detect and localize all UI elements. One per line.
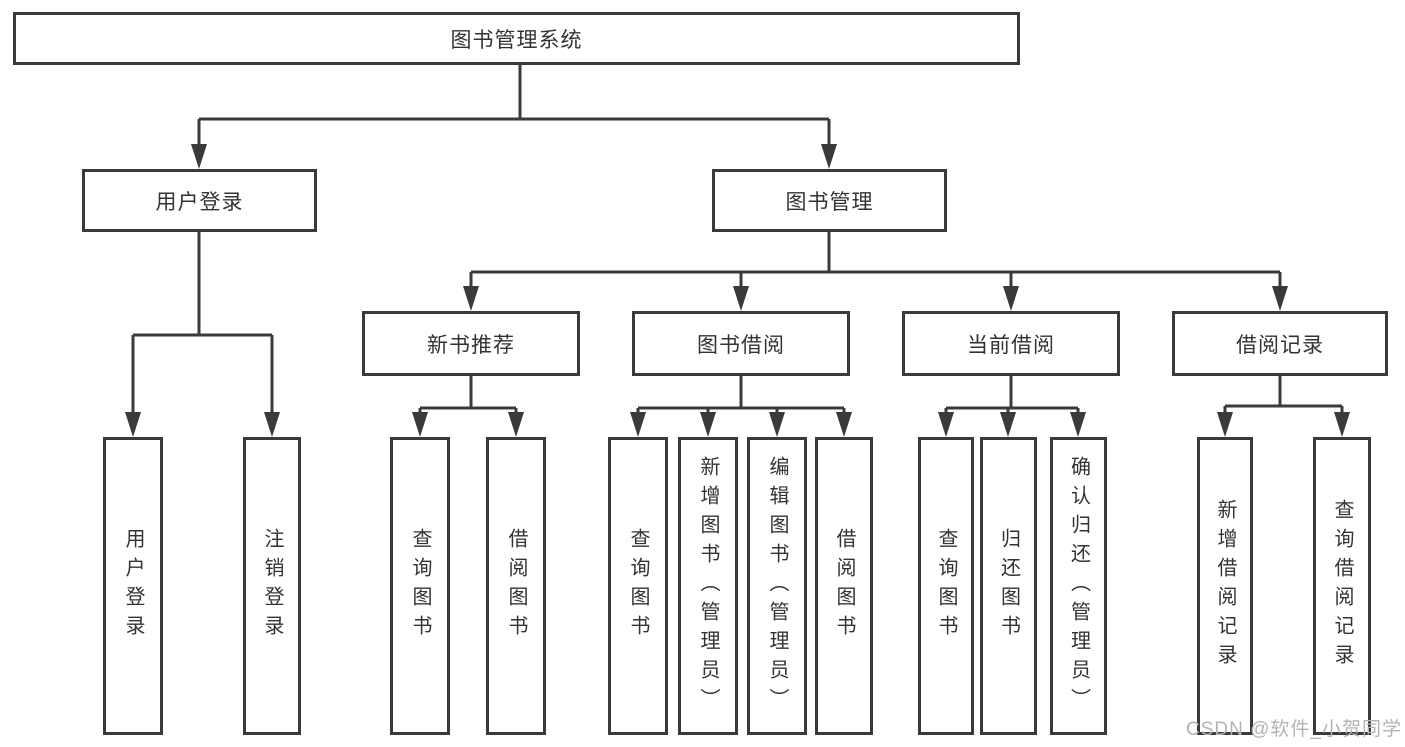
node-label: 借阅图书	[505, 528, 527, 644]
node-book-borrowing: 图书借阅	[632, 311, 850, 376]
node-library-management-system: 图书管理系统	[13, 12, 1020, 65]
node-label: 新书推荐	[427, 333, 515, 357]
node-label: 查询图书	[409, 528, 431, 644]
node-label: 查询图书	[627, 528, 649, 644]
node-leaf-return-books: 归还图书	[980, 437, 1037, 735]
csdn-watermark: CSDN @软件_小贺同学	[1186, 719, 1402, 740]
node-leaf-query-books-3: 查询图书	[918, 437, 974, 735]
node-label: 当前借阅	[967, 333, 1055, 357]
node-borrow-records: 借阅记录	[1172, 311, 1388, 376]
node-label: 用户登录	[122, 528, 144, 644]
node-label: 图书借阅	[697, 333, 785, 357]
node-leaf-confirm-return-admin: 确认归还（管理员）	[1050, 437, 1107, 735]
node-label: 新增借阅记录	[1214, 499, 1236, 673]
node-label: 确认归还（管理员）	[1067, 455, 1090, 717]
node-book-management-module: 图书管理	[712, 169, 947, 232]
node-label: 借阅图书	[833, 528, 855, 644]
node-label: 编辑图书（管理员）	[766, 455, 788, 717]
node-leaf-borrow-books-1: 借阅图书	[486, 437, 546, 735]
node-label: 查询图书	[935, 528, 957, 644]
node-label: 归还图书	[997, 528, 1020, 644]
node-leaf-query-borrow-record: 查询借阅记录	[1313, 437, 1371, 735]
node-leaf-logout: 注销登录	[243, 437, 301, 735]
node-label: 借阅记录	[1236, 333, 1324, 357]
node-label: 图书管理	[785, 190, 874, 214]
node-label: 图书管理系统	[450, 28, 583, 52]
node-label: 注销登录	[261, 528, 283, 644]
node-leaf-query-books-1: 查询图书	[390, 437, 450, 735]
node-leaf-query-books-2: 查询图书	[608, 437, 668, 735]
node-leaf-add-books-admin: 新增图书（管理员）	[678, 437, 738, 735]
node-new-book-recommend: 新书推荐	[362, 311, 580, 376]
node-user-login-module: 用户登录	[82, 169, 317, 232]
node-label: 新增图书（管理员）	[697, 455, 719, 717]
node-leaf-user-login: 用户登录	[103, 437, 163, 735]
node-leaf-edit-books-admin: 编辑图书（管理员）	[747, 437, 807, 735]
node-current-borrowing: 当前借阅	[902, 311, 1120, 376]
node-label: 查询借阅记录	[1331, 499, 1353, 673]
node-leaf-borrow-books-2: 借阅图书	[815, 437, 873, 735]
node-leaf-add-borrow-record: 新增借阅记录	[1197, 437, 1253, 735]
node-label: 用户登录	[155, 190, 244, 214]
